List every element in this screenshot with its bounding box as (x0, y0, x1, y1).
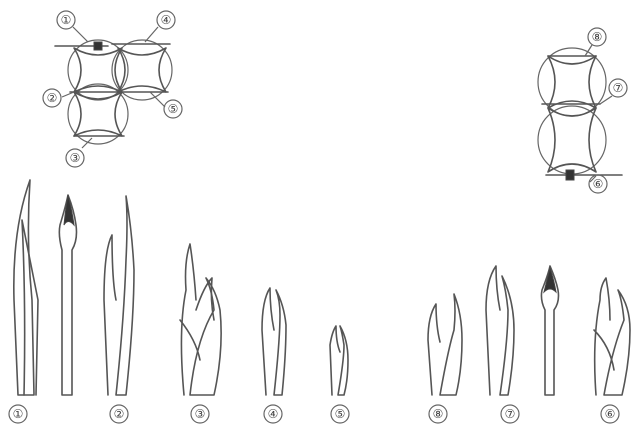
callout-2: ② (47, 91, 58, 105)
shoot-1 (14, 180, 38, 395)
label-8: ⑧ (433, 407, 444, 421)
label-6: ⑥ (605, 407, 616, 421)
shoot-2 (104, 196, 134, 395)
callout-1: ① (61, 13, 72, 27)
shoot-4 (262, 288, 286, 395)
shoot-7b (541, 266, 558, 395)
top-right-cell-cluster: ⑧ ⑦ ⑥ (538, 28, 627, 193)
bottom-labels: ① ② ③ ④ ⑤ ⑧ ⑦ ⑥ (9, 405, 619, 423)
callout-7: ⑦ (613, 81, 624, 95)
label-2: ② (114, 407, 125, 421)
shoot-3 (180, 244, 221, 395)
callout-8: ⑧ (592, 30, 603, 44)
shoot-7 (486, 266, 514, 395)
label-7: ⑦ (505, 407, 516, 421)
shoot-8 (428, 294, 462, 395)
shoot-1b (59, 195, 76, 395)
label-4: ④ (268, 407, 279, 421)
shoot-6 (594, 278, 630, 395)
label-5: ⑤ (335, 407, 346, 421)
callout-3: ③ (70, 151, 81, 165)
callout-4: ④ (161, 13, 172, 27)
label-3: ③ (195, 407, 206, 421)
top-left-cell-cluster: ① ④ ② ⑤ ③ (43, 11, 182, 167)
label-1: ① (13, 407, 24, 421)
callout-6: ⑥ (593, 177, 604, 191)
callout-5: ⑤ (168, 102, 179, 116)
shoot-5 (330, 326, 348, 395)
